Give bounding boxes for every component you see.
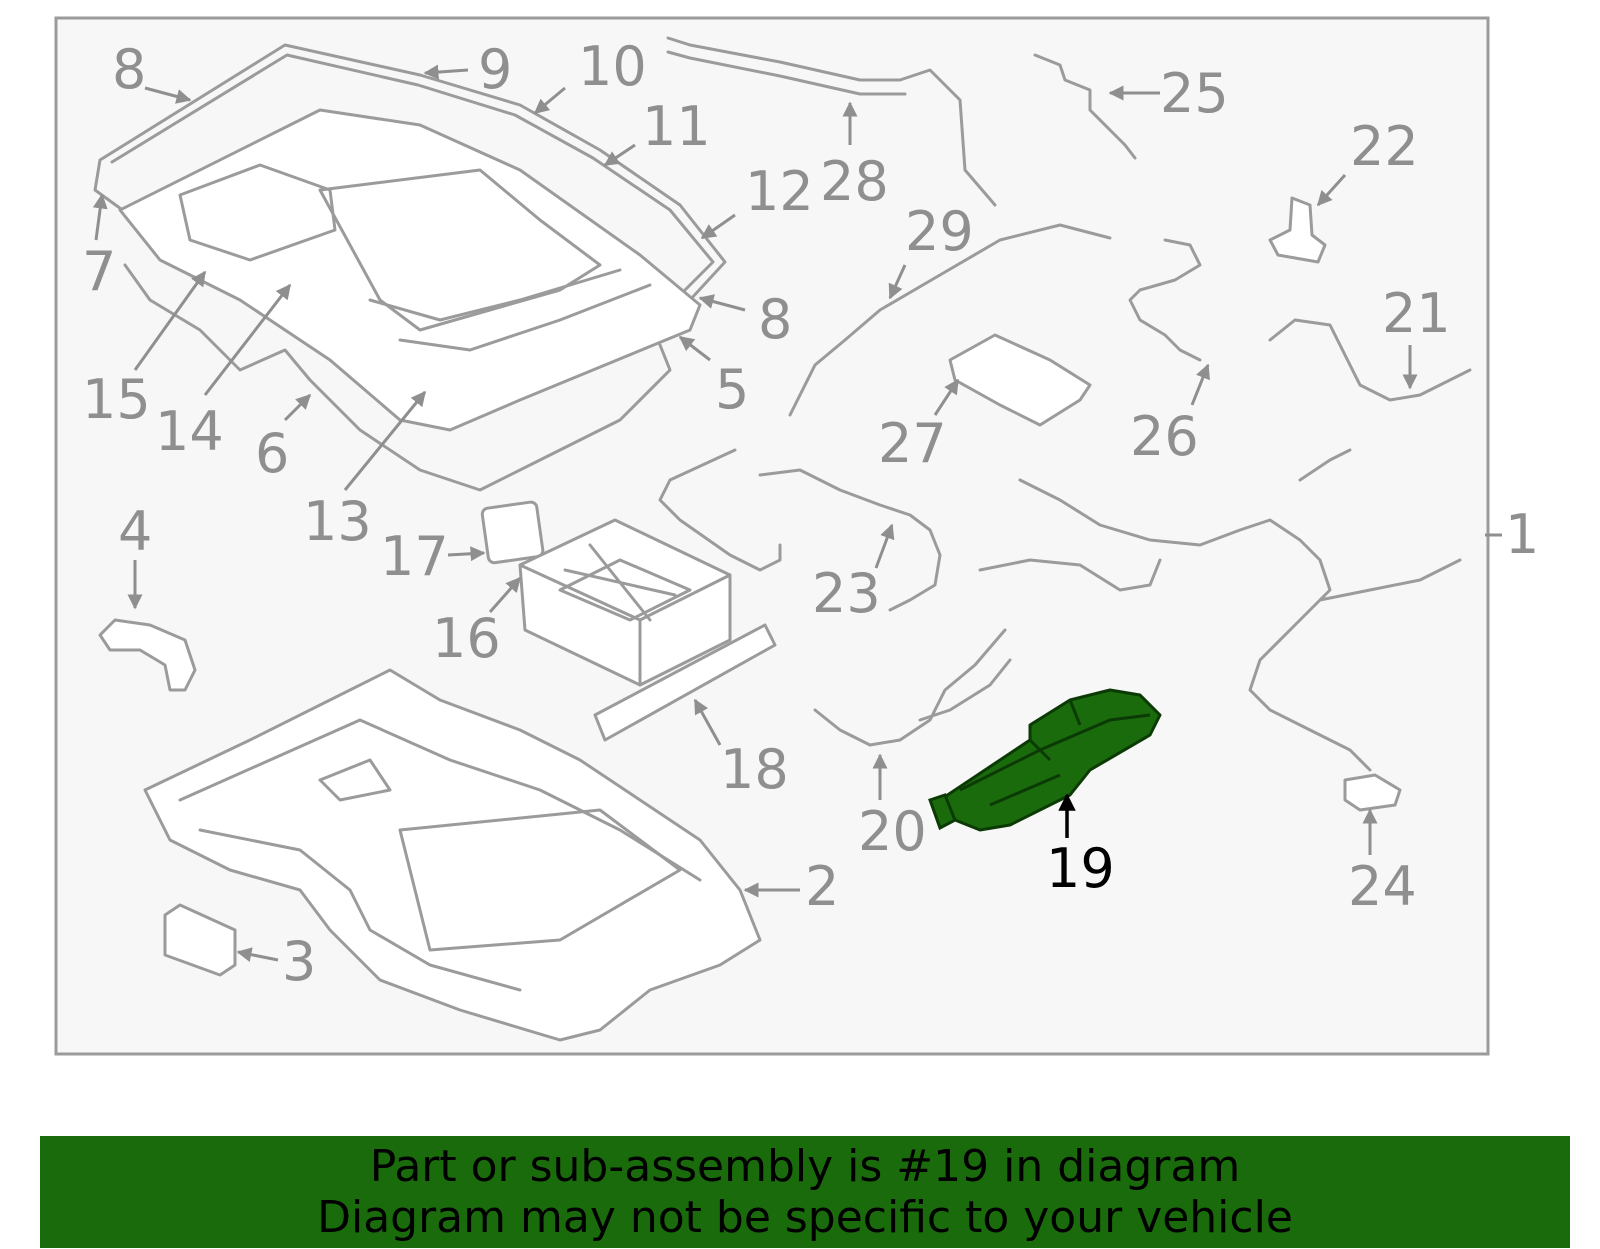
callout-25: 25 bbox=[1160, 62, 1229, 125]
callout-22: 22 bbox=[1350, 115, 1419, 178]
part-upper-cover bbox=[118, 108, 702, 432]
part-bracket-25 bbox=[1033, 53, 1137, 160]
callout-24: 24 bbox=[1348, 855, 1417, 918]
callout-8a: 8 bbox=[112, 38, 146, 101]
leader-10 bbox=[533, 86, 566, 115]
leader-22 bbox=[1316, 173, 1347, 207]
banner-line-1: Part or sub-assembly is #19 in diagram bbox=[369, 1141, 1241, 1192]
callout-19: 19 bbox=[1046, 837, 1115, 900]
part-19-highlighted bbox=[928, 688, 1162, 832]
callout-28: 28 bbox=[820, 150, 889, 213]
callout-17: 17 bbox=[380, 525, 449, 588]
callout-15: 15 bbox=[82, 368, 151, 431]
callout-13: 13 bbox=[303, 490, 372, 553]
part-harness-23 bbox=[658, 448, 942, 612]
callout-1: 1 bbox=[1505, 503, 1539, 566]
part-module-16 bbox=[518, 518, 732, 687]
callout-12: 12 bbox=[745, 160, 814, 223]
part-bracket-4 bbox=[98, 618, 197, 692]
parts-diagram: 8 9 10 11 12 7 8 5 15 14 6 13 28 25 22 2… bbox=[54, 16, 1539, 1056]
part-bracket-3 bbox=[163, 903, 237, 977]
part-cable-20 bbox=[813, 628, 1012, 747]
info-banner: Part or sub-assembly is #19 in diagram D… bbox=[40, 1136, 1570, 1248]
callout-3: 3 bbox=[282, 930, 316, 993]
leader-12 bbox=[700, 213, 736, 240]
leader-11 bbox=[603, 143, 636, 167]
callout-21: 21 bbox=[1382, 282, 1451, 345]
part-tube-28 bbox=[666, 36, 997, 207]
leader-17 bbox=[447, 546, 486, 562]
part-tube-29 bbox=[788, 223, 1112, 417]
part-harness-1 bbox=[978, 448, 1462, 772]
leader-8a bbox=[144, 86, 192, 104]
callout-9: 9 bbox=[478, 38, 512, 101]
leader-7 bbox=[92, 193, 108, 241]
callout-10: 10 bbox=[578, 35, 647, 98]
callout-11: 11 bbox=[642, 95, 711, 158]
callout-29: 29 bbox=[905, 200, 974, 263]
leader-13 bbox=[343, 390, 427, 491]
part-bracket-22 bbox=[1268, 196, 1327, 264]
callout-labels: 8 9 10 11 12 7 8 5 15 14 6 13 28 25 22 2… bbox=[82, 35, 1539, 993]
callout-14: 14 bbox=[155, 400, 224, 463]
callout-20: 20 bbox=[858, 800, 927, 863]
callout-5: 5 bbox=[715, 358, 749, 421]
leader-23 bbox=[874, 523, 895, 569]
leader-26 bbox=[1190, 363, 1210, 406]
callout-16: 16 bbox=[432, 607, 501, 670]
leader-3 bbox=[236, 947, 279, 963]
leader-lines bbox=[92, 64, 1502, 963]
callout-18: 18 bbox=[720, 738, 789, 801]
callout-4: 4 bbox=[118, 500, 152, 563]
part-tube-28-inner bbox=[666, 50, 907, 96]
leader-9 bbox=[423, 64, 469, 80]
part-connector-24 bbox=[1343, 773, 1402, 812]
leader-27 bbox=[933, 378, 960, 416]
callout-6: 6 bbox=[255, 422, 289, 485]
leader-18 bbox=[693, 698, 722, 746]
leader-5 bbox=[678, 335, 711, 362]
callout-2: 2 bbox=[805, 855, 839, 918]
part-lower-seal bbox=[123, 263, 672, 492]
leader-14 bbox=[203, 283, 292, 396]
callout-23: 23 bbox=[812, 562, 881, 625]
callout-8b: 8 bbox=[758, 288, 792, 351]
callout-7: 7 bbox=[82, 240, 116, 303]
callout-26: 26 bbox=[1130, 405, 1199, 468]
callout-27: 27 bbox=[878, 412, 947, 475]
leader-16 bbox=[488, 576, 522, 613]
part-lower-tray-2 bbox=[143, 668, 762, 1042]
part-harness-26 bbox=[1128, 238, 1202, 362]
part-harness-21 bbox=[1268, 318, 1472, 402]
leader-6 bbox=[283, 393, 312, 422]
leader-8b bbox=[698, 294, 746, 312]
part-module-27 bbox=[948, 333, 1092, 427]
part-module-17 bbox=[480, 500, 545, 565]
part-rail-18 bbox=[593, 623, 777, 742]
leader-29 bbox=[888, 264, 907, 300]
banner-line-2: Diagram may not be specific to your vehi… bbox=[317, 1192, 1293, 1243]
leader-15 bbox=[133, 270, 207, 371]
